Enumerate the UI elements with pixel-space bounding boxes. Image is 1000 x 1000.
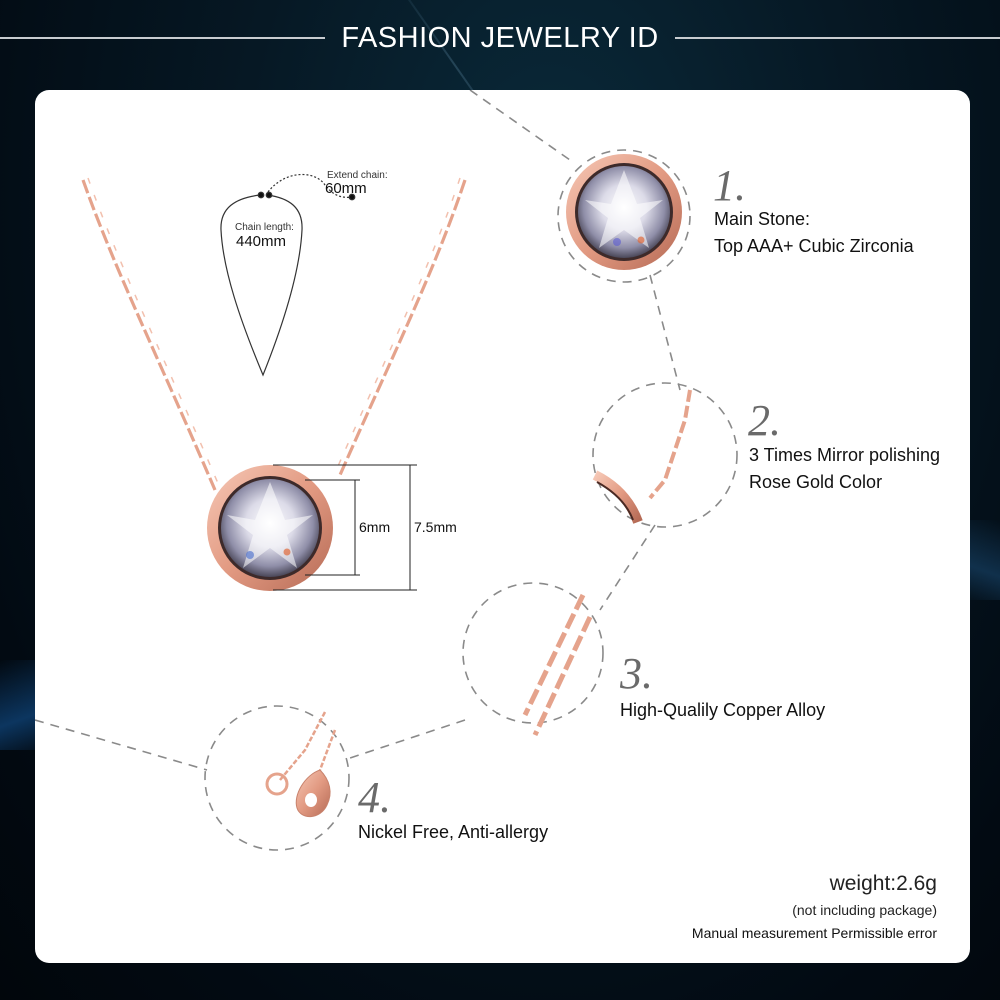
feature-2-line-2: Rose Gold Color: [749, 472, 883, 492]
feature-4-text: Nickel Free, Anti-allergy: [358, 819, 548, 846]
chain-length-value: 440mm: [236, 233, 287, 250]
chain-length-diagram: [220, 173, 356, 377]
feature-3-text: High-Qualily Copper Alloy: [620, 697, 825, 724]
necklace-chain-left: [81, 177, 221, 491]
pendant-dimension-label: 7.5mm: [414, 519, 457, 535]
feature-2-number: 2.: [748, 396, 781, 445]
feature-2-line-1: 3 Times Mirror polishing: [749, 445, 941, 465]
feature-3-number: 3.: [620, 649, 653, 698]
extend-chain-value: 60mm: [325, 180, 367, 197]
feature-3-line-1: High-Qualily Copper Alloy: [620, 700, 826, 720]
feature-2-text: 3 Times Mirror polishing Rose Gold Color: [749, 442, 940, 496]
product-info-card: Extend chain: 60mm Chain length: 440mm 6…: [35, 90, 970, 963]
header-rule-right: [674, 37, 1000, 39]
feature-1-line-1: Main Stone:: [714, 209, 811, 229]
stone-dimension-label: 6mm: [359, 519, 391, 535]
feature-1-line-2: Top AAA+ Cubic Zirconia: [714, 236, 914, 256]
necklace-illustration: [35, 90, 738, 851]
weight-info: weight:2.6g (not including package) Manu…: [692, 870, 937, 944]
weight-disclaimer: Manual measurement Permissible error: [691, 925, 937, 941]
header-rule-left: [0, 37, 326, 39]
page-header: FASHION JEWELRY ID: [0, 14, 1000, 62]
page-title: FASHION JEWELRY ID: [341, 21, 659, 54]
necklace-chain-right: [334, 177, 467, 476]
dimension-lines: [273, 464, 417, 591]
weight-value: weight:2.6g: [829, 872, 937, 895]
detail-circle-chain: [462, 582, 604, 737]
dashed-connector-lines: [35, 90, 681, 771]
detail-circle-stone: [557, 149, 691, 283]
feature-1-number: 1.: [713, 161, 746, 210]
feature-4-number: 4.: [358, 773, 391, 822]
pendant-main: [207, 465, 333, 591]
weight-note: (not including package): [792, 902, 937, 918]
chain-length-label: Chain length:: [235, 222, 294, 233]
feature-1-text: Main Stone: Top AAA+ Cubic Zirconia: [714, 206, 914, 260]
detail-circle-clasp: [204, 705, 350, 851]
feature-4-line-1: Nickel Free, Anti-allergy: [358, 822, 549, 842]
detail-circle-polish: [592, 382, 738, 528]
extend-chain-label: Extend chain:: [327, 170, 388, 181]
